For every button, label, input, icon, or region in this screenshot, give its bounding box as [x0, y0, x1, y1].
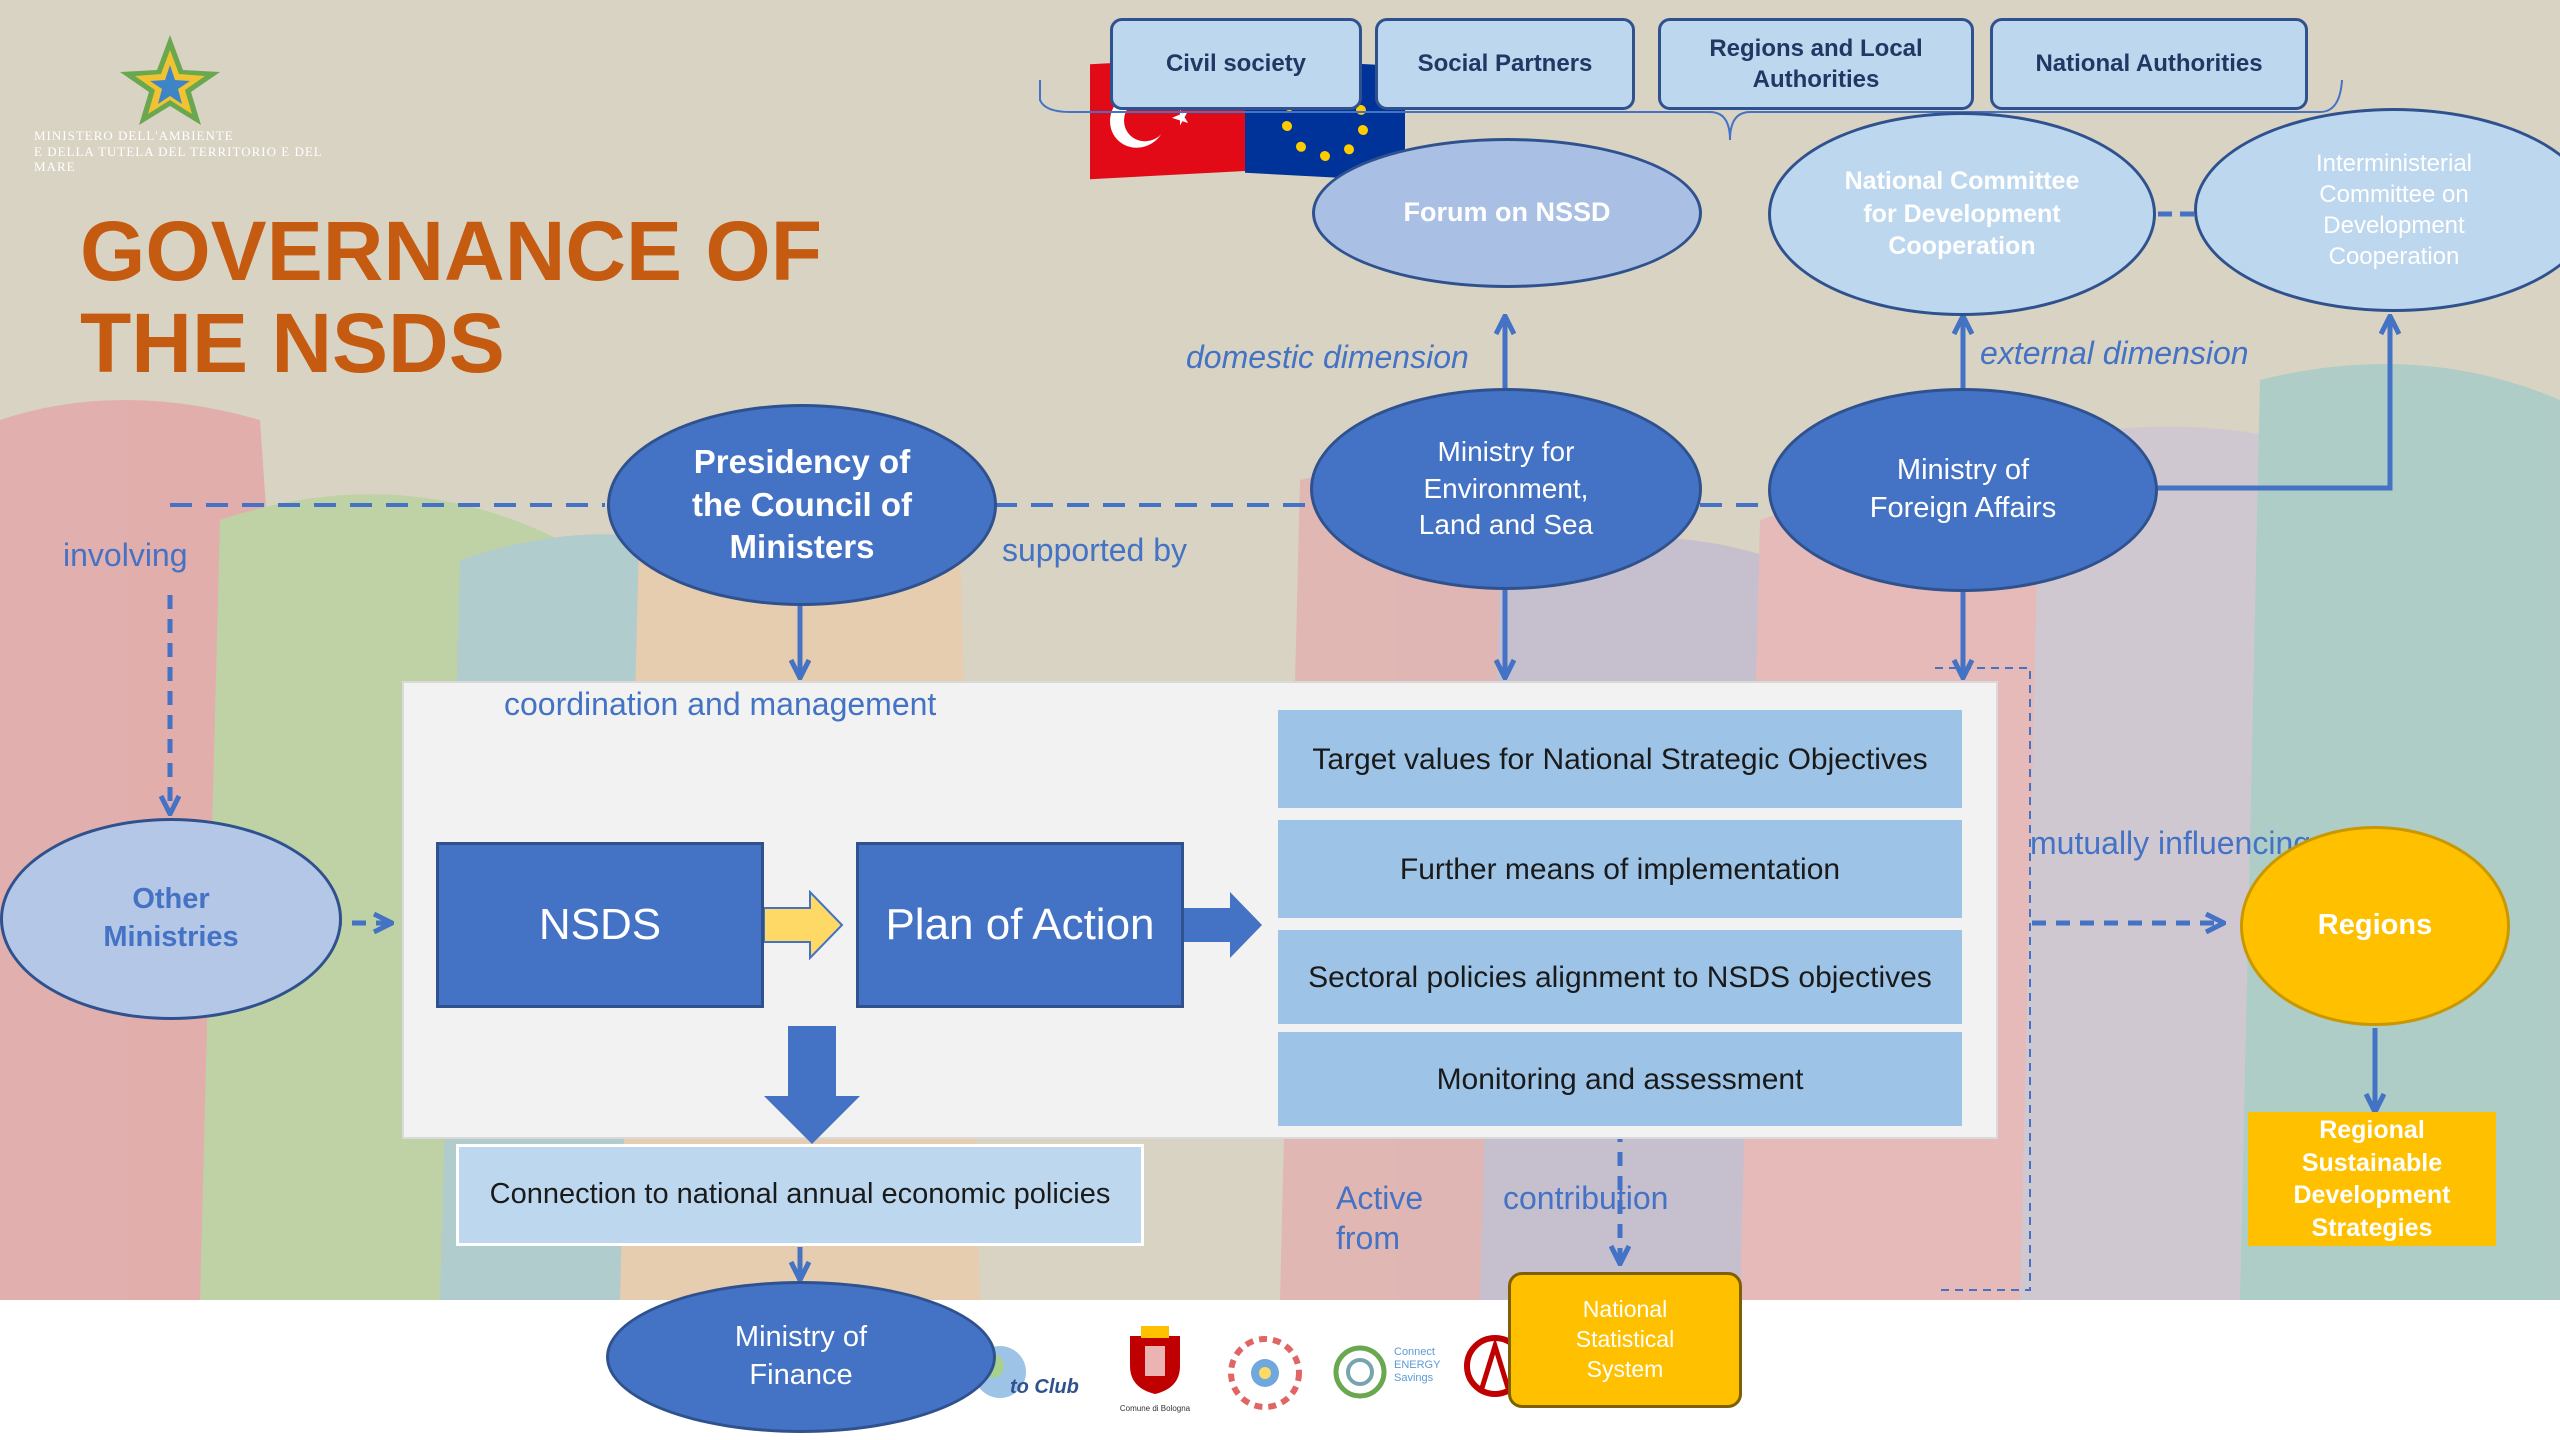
slide-title: GOVERNANCE OF THE NSDS — [80, 204, 823, 391]
national-committee-development-cooperation: National Committee for Development Coope… — [1768, 112, 2156, 316]
regional-sustainable-development-strategies: Regional Sustainable Development Strateg… — [2248, 1112, 2496, 1246]
ministry-environment-land-sea: Ministry for Environment, Land and Sea — [1310, 388, 1702, 590]
nsds-to-plan-arrow — [764, 890, 844, 960]
presidency-council-ministers: Presidency of the Council of Ministers — [607, 404, 997, 606]
connection-economic-policies-box: Connection to national annual economic p… — [456, 1144, 1144, 1246]
interministerial-committee: Interministerial Committee on Developmen… — [2194, 108, 2560, 312]
ministry-logo: MINISTERO DELL'AMBIENTE E DELLA TUTELA D… — [30, 30, 330, 174]
domestic-dimension-label: domestic dimension — [1186, 339, 1469, 375]
stakeholder-national-authorities: National Authorities — [1990, 18, 2308, 110]
nsds-box: NSDS — [436, 842, 764, 1008]
plan-to-actions-arrow — [1184, 892, 1262, 958]
ministry-name: MINISTERO DELL'AMBIENTE E DELLA TUTELA D… — [34, 128, 323, 175]
star-logo-icon — [120, 35, 220, 125]
stakeholder-social-partners: Social Partners — [1375, 18, 1635, 110]
plan-of-action-box: Plan of Action — [856, 842, 1184, 1008]
monitoring-assessment-box: Monitoring and assessment — [1278, 1032, 1962, 1126]
stakeholder-civil-society: Civil society — [1110, 18, 1362, 110]
national-statistical-system: National Statistical System — [1508, 1272, 1742, 1408]
contribution-label: contribution — [1503, 1180, 1669, 1216]
means-of-implementation-box: Further means of implementation — [1278, 820, 1962, 918]
connect-energy-logo-icon: Connect ENERGY Savings — [1330, 1336, 1460, 1416]
regions-node: Regions — [2240, 826, 2510, 1026]
stakeholder-regions-local-authorities: Regions and Local Authorities — [1658, 18, 1974, 110]
coordination-management-label: coordination and management — [504, 686, 937, 722]
other-ministries: Other Ministries — [0, 818, 342, 1020]
external-dimension-label: external dimension — [1980, 335, 2249, 371]
forum-on-nssd: Forum on NSSD — [1312, 138, 1702, 288]
involving-label: involving — [63, 537, 188, 573]
ministry-of-finance: Ministry of Finance — [606, 1281, 996, 1433]
hands-circle-logo-icon — [1220, 1328, 1310, 1418]
comune-di-bologna-crest-icon: Comune di Bologna — [1110, 1326, 1200, 1426]
ministry-foreign-affairs: Ministry of Foreign Affairs — [1768, 388, 2158, 592]
supported-by-label: supported by — [1002, 532, 1188, 568]
target-values-box: Target values for National Strategic Obj… — [1278, 710, 1962, 808]
nsds-down-arrow — [764, 1026, 860, 1144]
mutually-influencing-label: mutually influencing — [2030, 825, 2312, 861]
active-from-label: Active from — [1336, 1180, 1424, 1256]
sectoral-policies-box: Sectoral policies alignment to NSDS obje… — [1278, 930, 1962, 1024]
